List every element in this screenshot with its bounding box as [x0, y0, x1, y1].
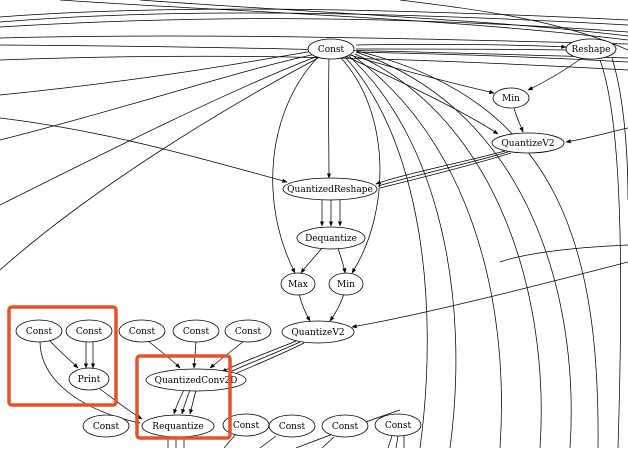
- edge: [299, 294, 310, 321]
- node-label: Min: [502, 94, 520, 104]
- edge: [600, 60, 621, 448]
- edge: [0, 118, 287, 182]
- edge: [356, 44, 566, 47]
- node-const-left-b[interactable]: Const: [66, 320, 112, 342]
- node-label: Reshape: [572, 45, 611, 55]
- edge: [514, 108, 523, 132]
- node-label: Min: [337, 280, 355, 290]
- node-label: Const: [129, 327, 156, 337]
- edge: [396, 436, 398, 448]
- edge: [0, 51, 313, 95]
- node-print[interactable]: Print: [69, 368, 109, 390]
- node-label: Const: [318, 45, 345, 55]
- node-const-top[interactable]: Const: [308, 39, 354, 59]
- edge: [356, 49, 566, 50]
- edge: [230, 343, 304, 376]
- node-const-mid-a[interactable]: Const: [119, 320, 165, 342]
- edge: [352, 55, 501, 448]
- edge: [50, 341, 78, 368]
- edge: [174, 390, 184, 414]
- node-min-top[interactable]: Min: [493, 88, 529, 108]
- node-label: Const: [332, 422, 359, 432]
- node-const-bot-e[interactable]: Const: [375, 414, 421, 436]
- edge: [352, 262, 628, 327]
- edge: [356, 52, 571, 448]
- edge: [612, 58, 628, 200]
- node-label: QuantizedReshape: [287, 185, 373, 195]
- edge: [190, 390, 196, 414]
- node-reshape[interactable]: Reshape: [566, 39, 616, 59]
- node-quantize-v2-top[interactable]: QuantizeV2: [492, 133, 564, 153]
- edge: [0, 57, 320, 270]
- edge: [528, 58, 582, 90]
- node-const-mid-c[interactable]: Const: [225, 320, 271, 342]
- edge: [260, 436, 276, 448]
- node-label: Print: [78, 375, 101, 385]
- edge: [301, 248, 322, 273]
- edge: [338, 248, 345, 273]
- node-label: Max: [288, 280, 308, 290]
- node-label: Const: [385, 421, 412, 431]
- edge: [140, 0, 628, 36]
- node-quantized-reshape[interactable]: QuantizedReshape: [283, 178, 377, 200]
- node-dequantize[interactable]: Dequantize: [297, 227, 365, 249]
- node-min-mid[interactable]: Min: [329, 273, 363, 295]
- node-const-bot-a[interactable]: Const: [83, 415, 129, 437]
- edge: [182, 390, 190, 414]
- node-label: Const: [233, 421, 260, 431]
- nodes: Const Reshape Min QuantizeV2 QuantizedRe…: [16, 39, 616, 437]
- node-label: Requantize: [152, 422, 203, 432]
- edge: [380, 153, 511, 188]
- node-const-mid-b[interactable]: Const: [173, 320, 219, 342]
- node-max[interactable]: Max: [281, 273, 315, 295]
- edge: [0, 56, 318, 205]
- node-label: QuantizeV2: [501, 139, 554, 149]
- node-label: Const: [235, 327, 262, 337]
- node-label: QuantizeV2: [291, 328, 344, 338]
- node-const-bot-d[interactable]: Const: [322, 415, 368, 437]
- edge: [566, 128, 628, 142]
- node-const-bot-c[interactable]: Const: [269, 415, 315, 437]
- node-requantize[interactable]: Requantize: [142, 415, 214, 437]
- node-label: Const: [183, 327, 210, 337]
- node-label: Const: [26, 327, 53, 337]
- node-label: QuantizedConv2D: [155, 376, 238, 386]
- edge: [330, 294, 344, 321]
- edge: [0, 56, 628, 70]
- node-label: Const: [93, 422, 120, 432]
- node-label: Const: [76, 327, 103, 337]
- edge: [60, 0, 628, 40]
- edge: [222, 341, 296, 372]
- node-label: Const: [279, 422, 306, 432]
- node-const-left-a[interactable]: Const: [16, 320, 62, 342]
- node-quantize-v2-mid[interactable]: QuantizeV2: [282, 321, 354, 343]
- edge: [378, 152, 508, 186]
- edge: [388, 436, 392, 448]
- node-label: Dequantize: [305, 234, 357, 244]
- edge: [322, 437, 334, 448]
